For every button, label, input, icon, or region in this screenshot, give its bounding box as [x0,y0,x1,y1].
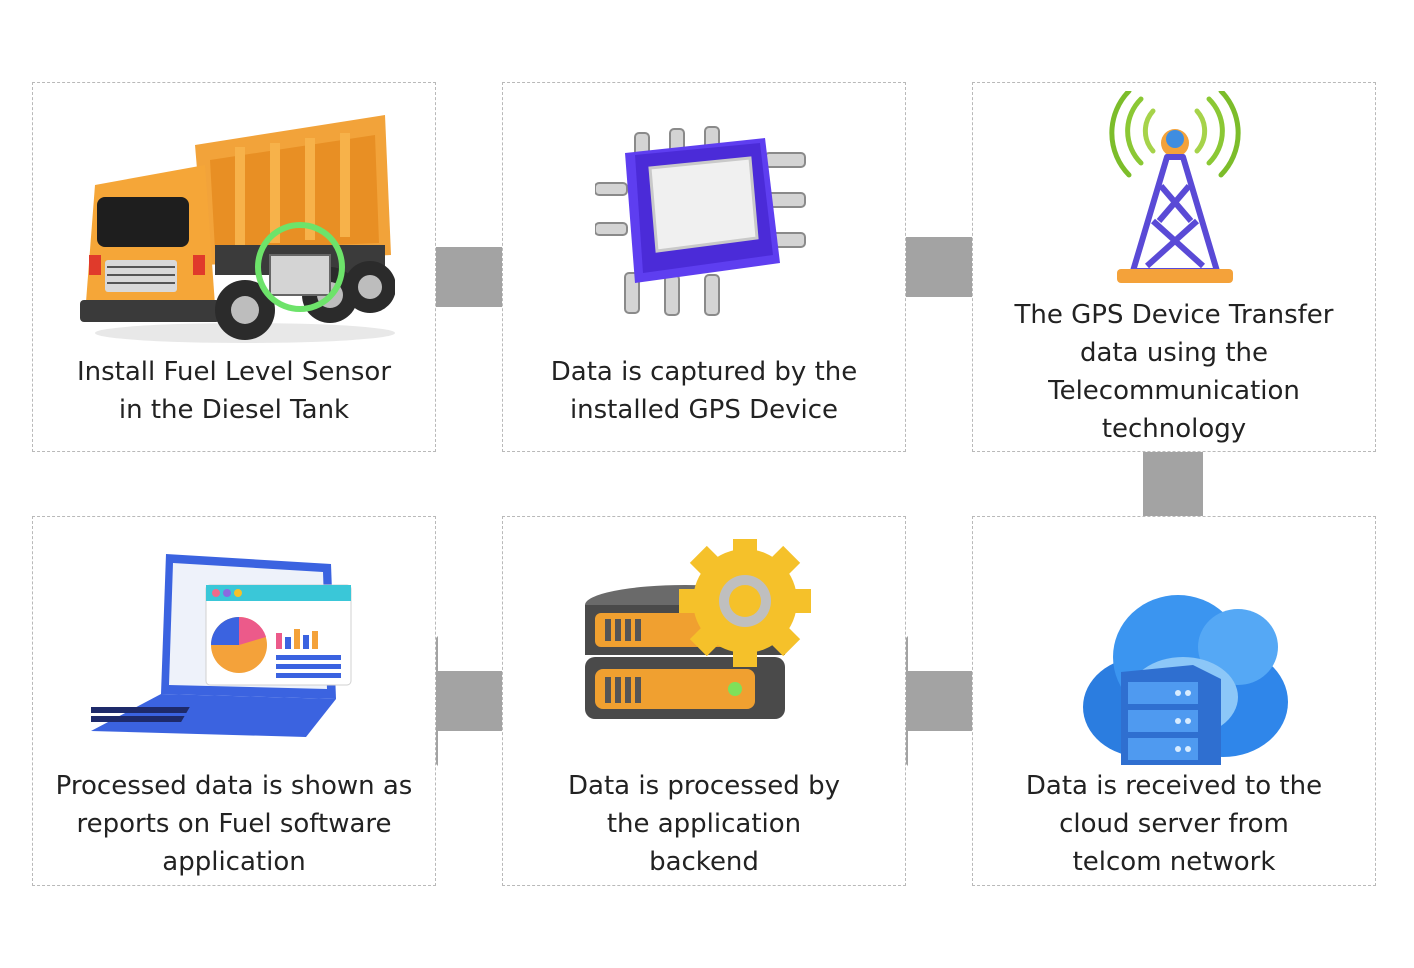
step-caption-backend-process: Data is processed by the application bac… [568,771,840,877]
step-caption-cloud-receive: Data is received to the cloud server fro… [1025,771,1323,877]
server-gear-icon [585,539,811,719]
step-box-gps-capture: Data is captured by the installed GPS De… [502,82,906,452]
antenna-tower-icon [1109,91,1241,283]
step-caption-gps-capture: Data is captured by the installed GPS De… [550,357,858,425]
step-caption-fuel-reports: Processed data is shown as reports on Fu… [55,771,413,877]
step-box-install-sensor: Install Fuel Level Sensor in the Diesel … [32,82,436,452]
step-box-backend-process: Data is processed by the application bac… [502,516,906,886]
step-caption-telecom-transfer: The GPS Device Transfer data using the T… [1014,300,1334,444]
chip-icon [595,126,806,316]
step-box-telecom-transfer: The GPS Device Transfer data using the T… [972,82,1376,452]
step-box-cloud-receive: Data is received to the cloud server fro… [972,516,1376,886]
laptop-report-icon [91,554,352,737]
step-box-fuel-reports: Processed data is shown as reports on Fu… [32,516,436,886]
cloud-server-icon [1083,595,1288,765]
dump-truck-icon [80,115,395,343]
step-caption-install-sensor: Install Fuel Level Sensor in the Diesel … [76,357,392,425]
